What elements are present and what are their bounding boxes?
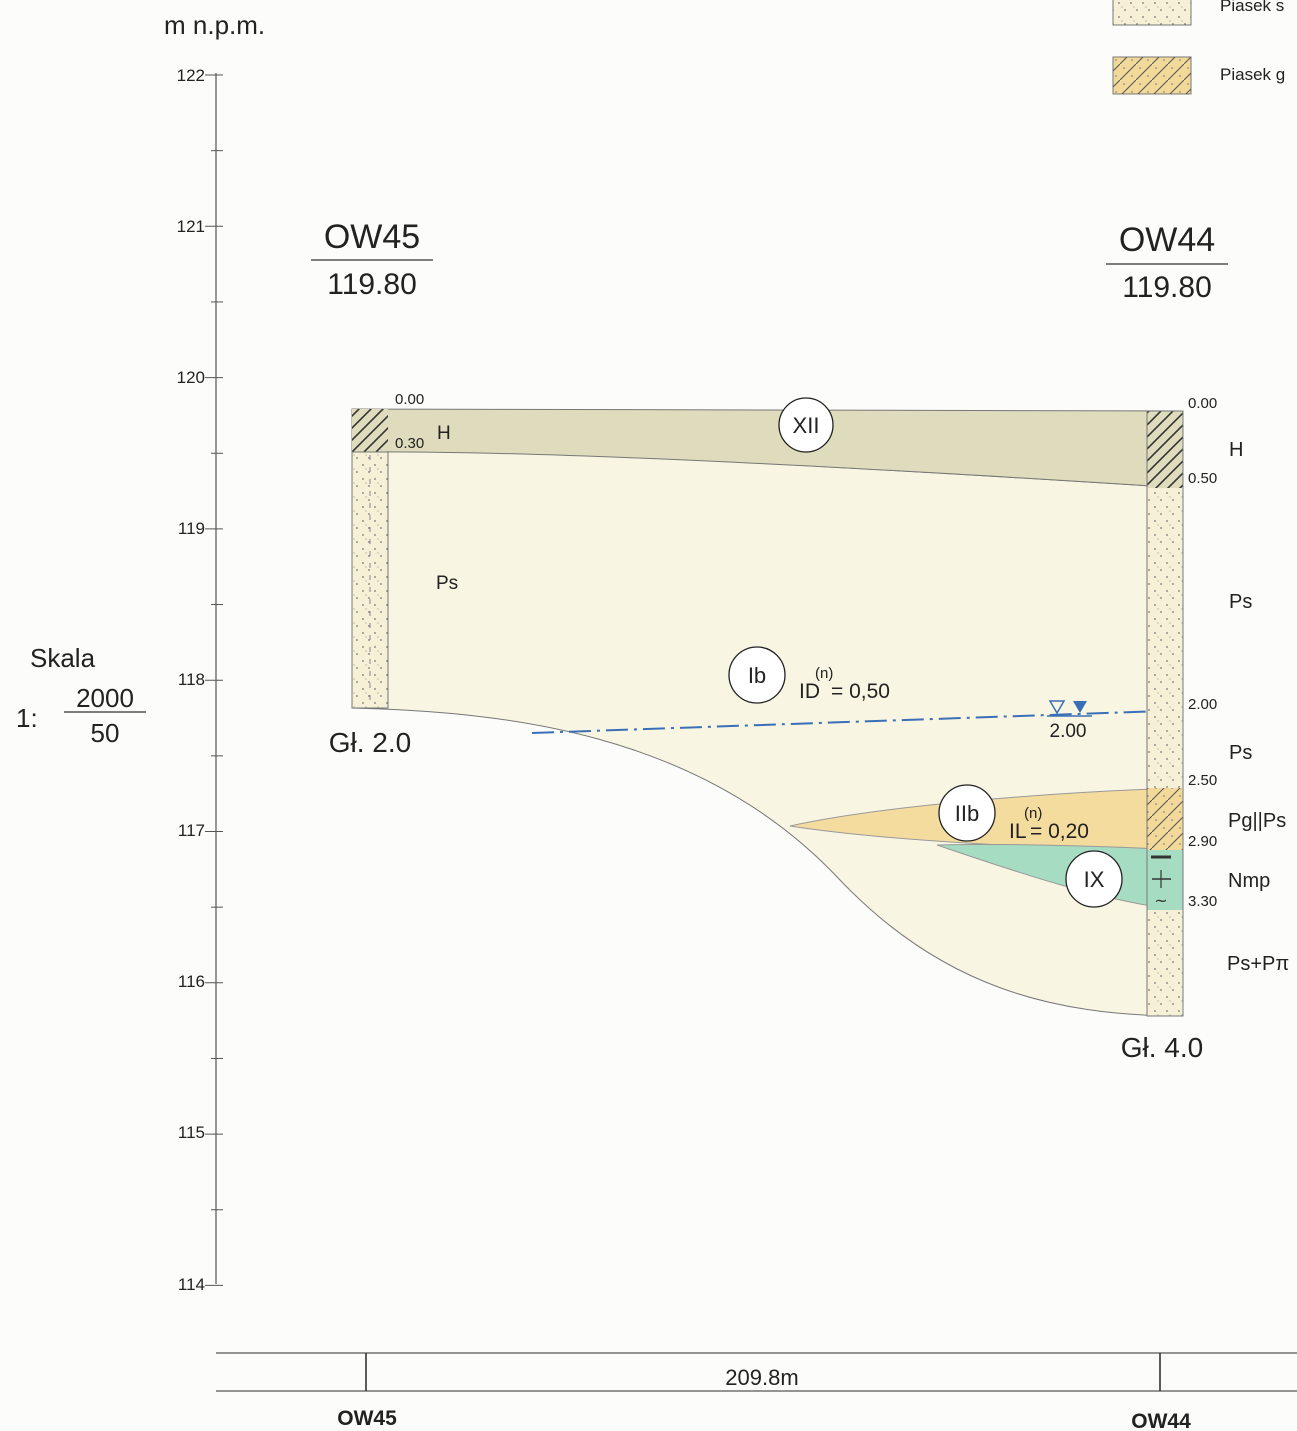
tick-label-115: 115 bbox=[178, 1123, 205, 1142]
layer-code-badge: IIb bbox=[955, 801, 979, 826]
layer-label-ix: IX bbox=[1065, 850, 1123, 908]
parameter-value: = 0,20 bbox=[1030, 820, 1089, 843]
layer-code: Ps bbox=[1229, 742, 1252, 764]
legend-item-piasek-s: Piasek s bbox=[1112, 0, 1284, 26]
layer-badge bbox=[778, 397, 834, 453]
tick-label-118: 118 bbox=[178, 670, 205, 689]
legend-label: Piasek s bbox=[1220, 0, 1284, 15]
sand-pattern bbox=[1147, 488, 1183, 788]
distance-value: 209.8m bbox=[725, 1365, 798, 1390]
layer-label-iib: IIb (n) IL = 0,20 bbox=[938, 784, 1089, 843]
borehole-ow45: OW45 119.80 0.00 0.30 H Ps Gł. 2.0 bbox=[311, 218, 458, 758]
borehole-outline bbox=[1146, 410, 1184, 1017]
depth-mark: 0.00 bbox=[395, 391, 424, 408]
layer-code: Pg||Ps bbox=[1228, 810, 1286, 832]
axis-tick-labels: 122 121 120 119 118 117 116 115 114 bbox=[177, 66, 205, 1294]
scale-block: Skala 1: 2000 50 bbox=[16, 643, 146, 748]
nmp-wave-icon: ~ bbox=[1154, 891, 1167, 910]
distance-right-label: OW44 bbox=[1131, 1410, 1191, 1431]
tick-label-121: 121 bbox=[177, 217, 205, 236]
depth-mark: 2.90 bbox=[1188, 833, 1217, 850]
distance-bar: 209.8m OW45 OW44 bbox=[216, 1352, 1297, 1431]
layer-label-xii: XII bbox=[778, 397, 834, 453]
elevation-axis: m n.p.m. 122 121 120 119 118 117 116 115… bbox=[164, 10, 265, 1294]
layer-badge bbox=[938, 784, 996, 842]
legend-swatch-pattern bbox=[1113, 0, 1191, 25]
layer-badge bbox=[728, 646, 786, 704]
parameter-superscript: (n) bbox=[1024, 805, 1042, 822]
scale-prefix: 1: bbox=[16, 703, 38, 733]
groundwater-line bbox=[531, 710, 1164, 734]
borehole-depth-label: Gł. 4.0 bbox=[1121, 1032, 1203, 1063]
parameter-superscript: (n) bbox=[815, 665, 833, 682]
layer-code-badge: XII bbox=[793, 413, 820, 438]
layer-xii-humus bbox=[351, 408, 1184, 489]
scale-label: Skala bbox=[30, 643, 96, 673]
layer-label-ib: Ib (n) ID = 0,50 bbox=[728, 646, 890, 704]
distance-left-label: OW45 bbox=[337, 1407, 397, 1430]
tick-label-120: 120 bbox=[177, 368, 205, 387]
legend-swatch-pattern bbox=[1113, 57, 1191, 94]
groundwater: 2.00 bbox=[531, 700, 1164, 742]
tick-label-114: 114 bbox=[178, 1275, 205, 1294]
depth-mark: 3.30 bbox=[1188, 893, 1217, 910]
depth-mark: 0.00 bbox=[1188, 395, 1217, 412]
legend-item-piasek-g: Piasek g bbox=[1112, 56, 1285, 95]
depth-mark: 0.50 bbox=[1188, 470, 1217, 487]
borehole-ow44: OW44 119.80 ~ 0.00 0.50 2.00 2.50 2.90 3… bbox=[1106, 221, 1289, 1063]
borehole-elevation: 119.80 bbox=[327, 268, 417, 301]
layer-code: Ps bbox=[436, 573, 458, 594]
layer-code-badge: IX bbox=[1084, 867, 1105, 892]
borehole-column-nmp bbox=[1147, 850, 1183, 910]
parameter-name: IL bbox=[1009, 820, 1027, 843]
borehole-depth-label: Gł. 2.0 bbox=[329, 727, 411, 758]
layer-code: H bbox=[437, 423, 451, 444]
depth-mark: 0.30 bbox=[395, 435, 424, 452]
layer-code: Ps+Pπ bbox=[1227, 953, 1289, 975]
depth-mark: 2.50 bbox=[1188, 772, 1217, 789]
layer-code: Ps bbox=[1229, 591, 1252, 613]
scale-vertical: 50 bbox=[91, 718, 120, 748]
sand-pattern bbox=[1147, 910, 1183, 1016]
gravel-pattern bbox=[1147, 788, 1183, 850]
tick-label-116: 116 bbox=[178, 972, 205, 991]
axis-unit-label: m n.p.m. bbox=[164, 10, 265, 40]
parameter-name: ID bbox=[799, 680, 820, 703]
groundwater-stabilized-icon bbox=[1073, 701, 1087, 713]
layer-code-badge: Ib bbox=[748, 663, 766, 688]
tick-label-117: 117 bbox=[178, 821, 205, 840]
layer-code: H bbox=[1229, 439, 1243, 461]
layer-labels: XII Ib (n) ID = 0,50 IIb (n) IL = 0,20 I… bbox=[728, 397, 1123, 908]
scale-horizontal: 2000 bbox=[76, 683, 134, 713]
parameter-value: = 0,50 bbox=[831, 680, 890, 703]
legend: Piasek s Piasek g bbox=[1112, 0, 1285, 95]
humus-hatch bbox=[1147, 411, 1183, 488]
tick-label-122: 122 bbox=[177, 66, 205, 85]
groundwater-depth-label: 2.00 bbox=[1050, 721, 1087, 742]
soil-layers bbox=[351, 408, 1184, 1017]
layer-badge bbox=[1065, 850, 1123, 908]
groundwater-encountered-icon bbox=[1048, 700, 1066, 715]
humus-hatch bbox=[352, 409, 388, 452]
axis-ticks bbox=[205, 74, 223, 1286]
borehole-elevation: 119.80 bbox=[1122, 271, 1212, 304]
layer-code: Nmp bbox=[1228, 870, 1270, 892]
depth-mark: 2.00 bbox=[1188, 696, 1217, 713]
borehole-id: OW45 bbox=[324, 218, 420, 256]
borehole-id: OW44 bbox=[1119, 221, 1215, 259]
tick-label-119: 119 bbox=[178, 519, 205, 538]
legend-label: Piasek g bbox=[1220, 65, 1285, 84]
